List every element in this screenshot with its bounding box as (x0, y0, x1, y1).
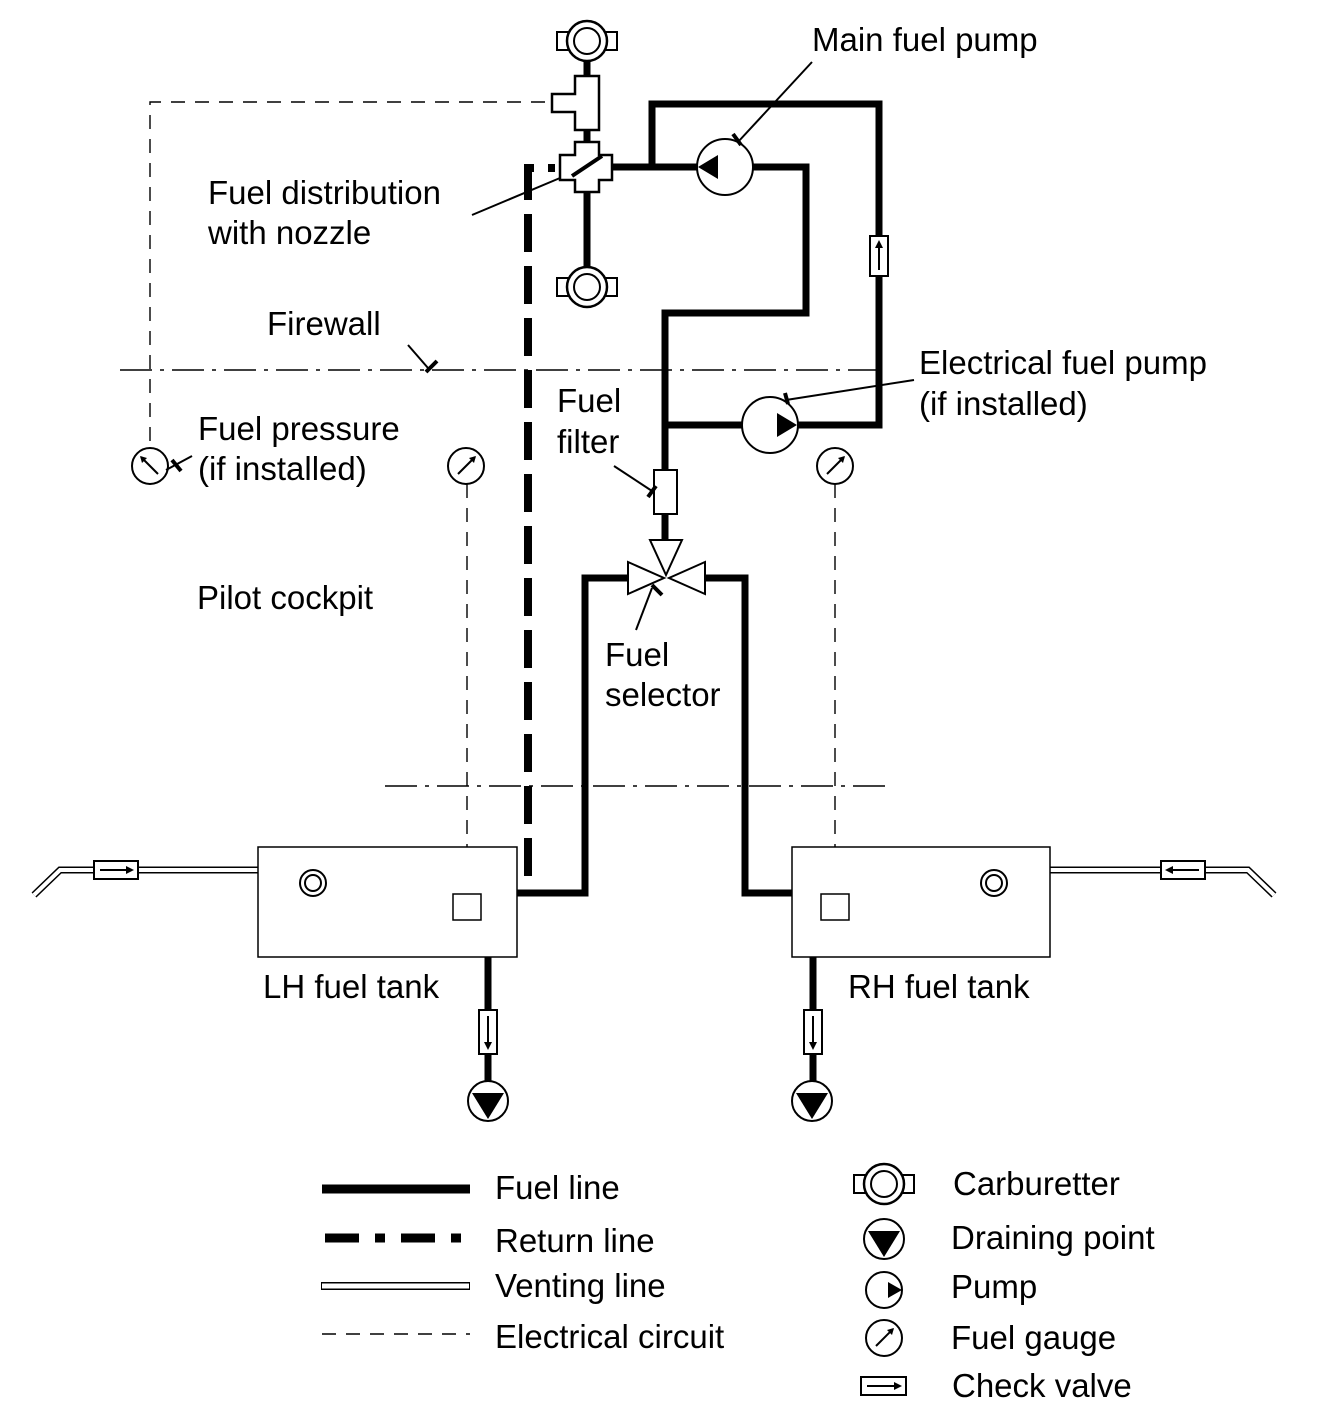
leader-lines (165, 61, 915, 631)
carburetter-top (555, 19, 619, 63)
legend-venting-line-label: Venting line (495, 1267, 666, 1304)
rh-draining-point (791, 1080, 833, 1122)
rh-fuel-tank (791, 846, 1051, 958)
fuel-distribution-nozzle (558, 140, 614, 194)
legend-pump-icon (865, 1271, 903, 1309)
label-fuel-pressure-1: Fuel pressure (198, 410, 400, 447)
legend-pump-label: Pump (951, 1268, 1037, 1305)
label-electrical-pump-1: Electrical fuel pump (919, 344, 1207, 381)
main-pump-check-valve (869, 235, 889, 277)
label-pilot-cockpit: Pilot cockpit (197, 579, 373, 616)
label-fuel-filter-2: filter (557, 423, 619, 460)
electrical-circuit-pressure (149, 101, 545, 448)
label-lh-fuel-tank: LH fuel tank (263, 968, 440, 1005)
label-fuel-distribution-2: with nozzle (207, 214, 371, 251)
label-fuel-distribution-1: Fuel distribution (208, 174, 441, 211)
venting-line-rh (1050, 866, 1277, 898)
legend-fuel-line-label: Fuel line (495, 1169, 620, 1206)
vent-check-valve-lh (93, 860, 139, 880)
legend: Fuel line Return line Venting line Elect… (321, 1162, 1155, 1404)
legend-fuel-gauge-icon (865, 1319, 903, 1357)
legend-draining-point-label: Draining point (951, 1219, 1155, 1256)
label-main-fuel-pump: Main fuel pump (812, 21, 1038, 58)
label-fuel-selector-1: Fuel (605, 636, 669, 673)
legend-check-valve-label: Check valve (952, 1367, 1132, 1404)
lh-drain-check-valve (478, 1009, 498, 1055)
label-electrical-pump-2: (if installed) (919, 385, 1088, 422)
legend-return-line-label: Return line (495, 1222, 655, 1259)
legend-carburetter-icon (852, 1162, 916, 1206)
fuel-pressure-gauge (131, 447, 169, 485)
label-rh-fuel-tank: RH fuel tank (848, 968, 1030, 1005)
rh-fuel-gauge (816, 447, 854, 485)
return-line (524, 164, 555, 876)
venting-line-lh (31, 866, 258, 898)
legend-draining-point-icon (863, 1218, 905, 1260)
vent-check-valve-rh (1160, 860, 1206, 880)
legend-electrical-circuit-label: Electrical circuit (495, 1318, 724, 1355)
label-firewall: Firewall (267, 305, 381, 342)
label-fuel-pressure-2: (if installed) (198, 450, 367, 487)
main-fuel-pump (696, 138, 754, 196)
legend-check-valve-icon (860, 1376, 907, 1396)
legend-carburetter-label: Carburetter (953, 1165, 1120, 1202)
distribution-tee (550, 74, 601, 132)
lh-fuel-tank (257, 846, 518, 958)
carburetter-bottom (555, 265, 619, 309)
fuel-lines (484, 58, 883, 1084)
label-fuel-selector-2: selector (605, 676, 721, 713)
lh-draining-point (467, 1080, 509, 1122)
legend-fuel-gauge-label: Fuel gauge (951, 1319, 1116, 1356)
rh-drain-check-valve (803, 1009, 823, 1055)
fuel-selector (627, 539, 706, 597)
fuel-filter (653, 469, 678, 515)
label-fuel-filter-1: Fuel (557, 382, 621, 419)
lh-fuel-gauge (447, 447, 485, 485)
electrical-fuel-pump (741, 396, 799, 454)
